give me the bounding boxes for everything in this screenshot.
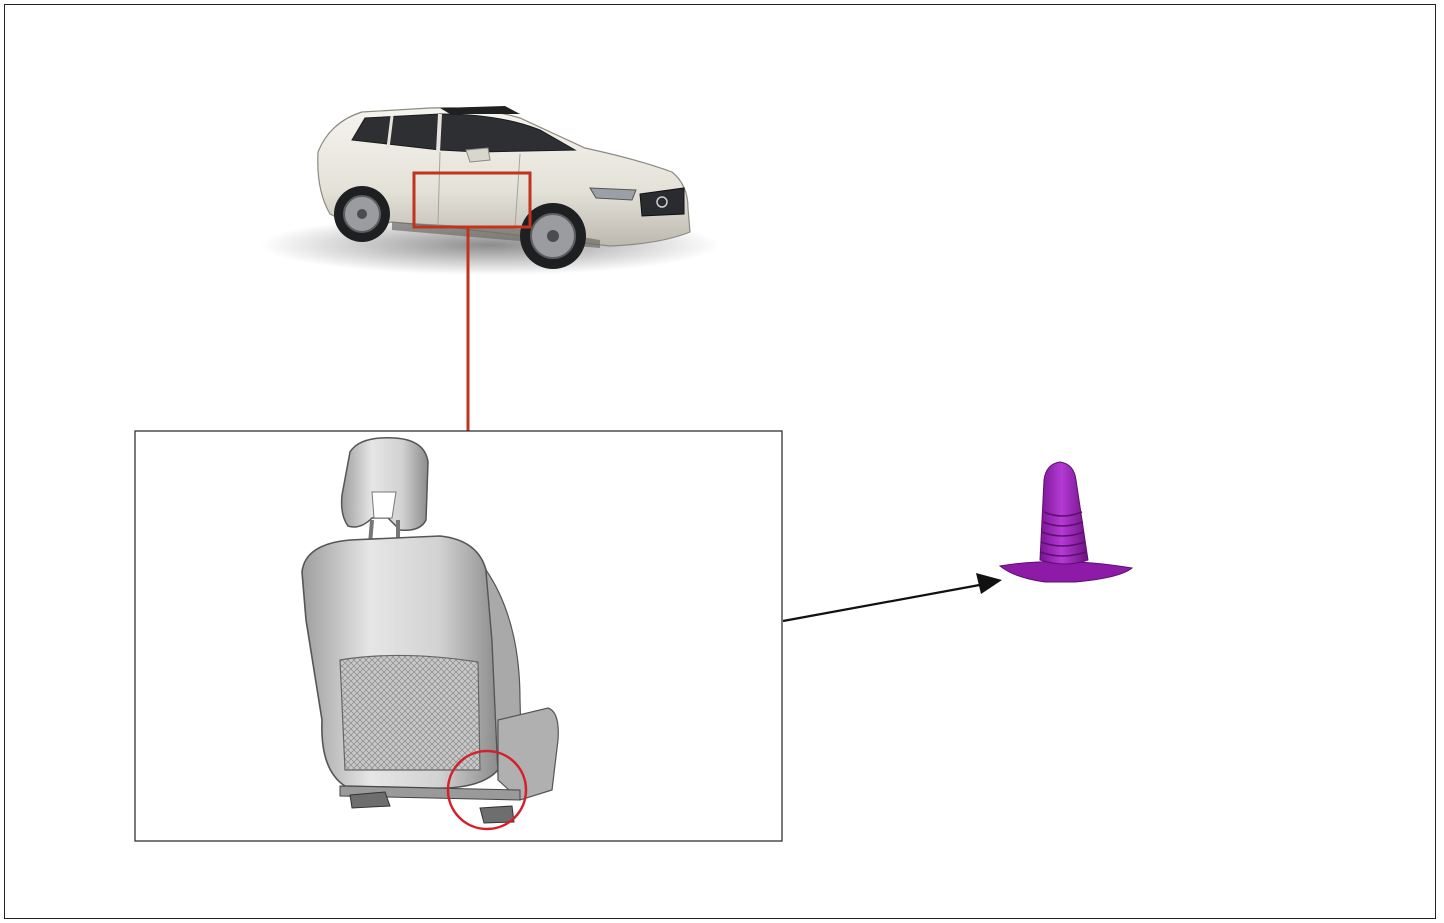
clip-flange	[1000, 561, 1132, 582]
car-mirror	[466, 148, 490, 162]
car-rear-wheel	[334, 186, 390, 242]
clip-illustration	[1000, 462, 1132, 582]
seat-headrest-cutout	[372, 492, 396, 518]
seat-base	[498, 708, 558, 800]
seat-foot	[350, 792, 390, 808]
pointer-arrow	[783, 573, 1002, 621]
seat-map-pocket	[340, 655, 480, 770]
car-pillar	[438, 114, 440, 152]
seat-foot	[480, 806, 514, 823]
car-illustration	[260, 106, 720, 275]
car-sunroof	[440, 106, 520, 114]
car-headlight	[590, 188, 636, 200]
